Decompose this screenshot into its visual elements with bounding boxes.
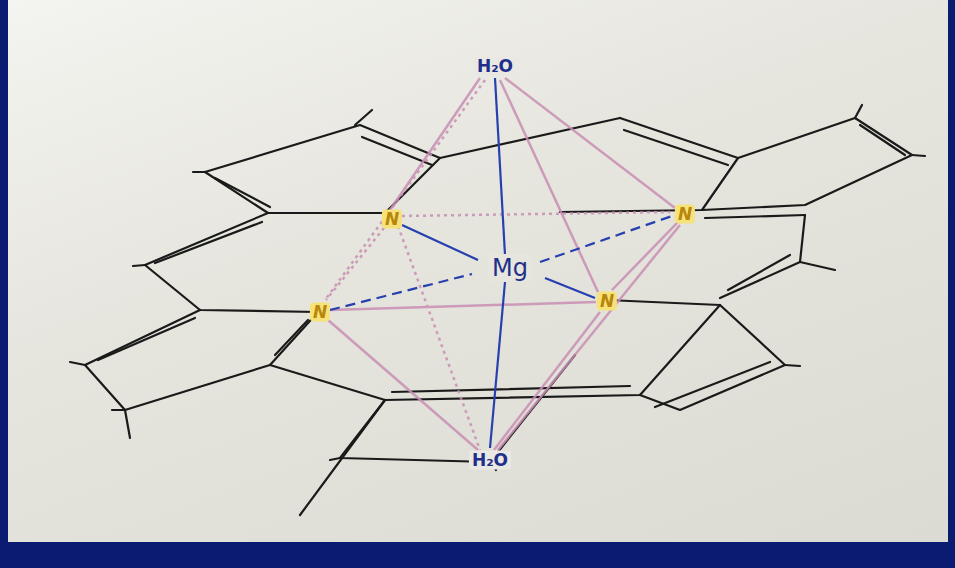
magnesium-atom: Mg	[488, 254, 532, 282]
water-ligand: H₂O	[469, 451, 511, 470]
nitrogen-atom: N	[382, 210, 402, 229]
nitrogen-atom: N	[675, 205, 695, 224]
nitrogen-atom: N	[310, 303, 330, 322]
nitrogen-atom: N	[597, 292, 617, 311]
water-ligand: H₂O	[474, 57, 516, 76]
